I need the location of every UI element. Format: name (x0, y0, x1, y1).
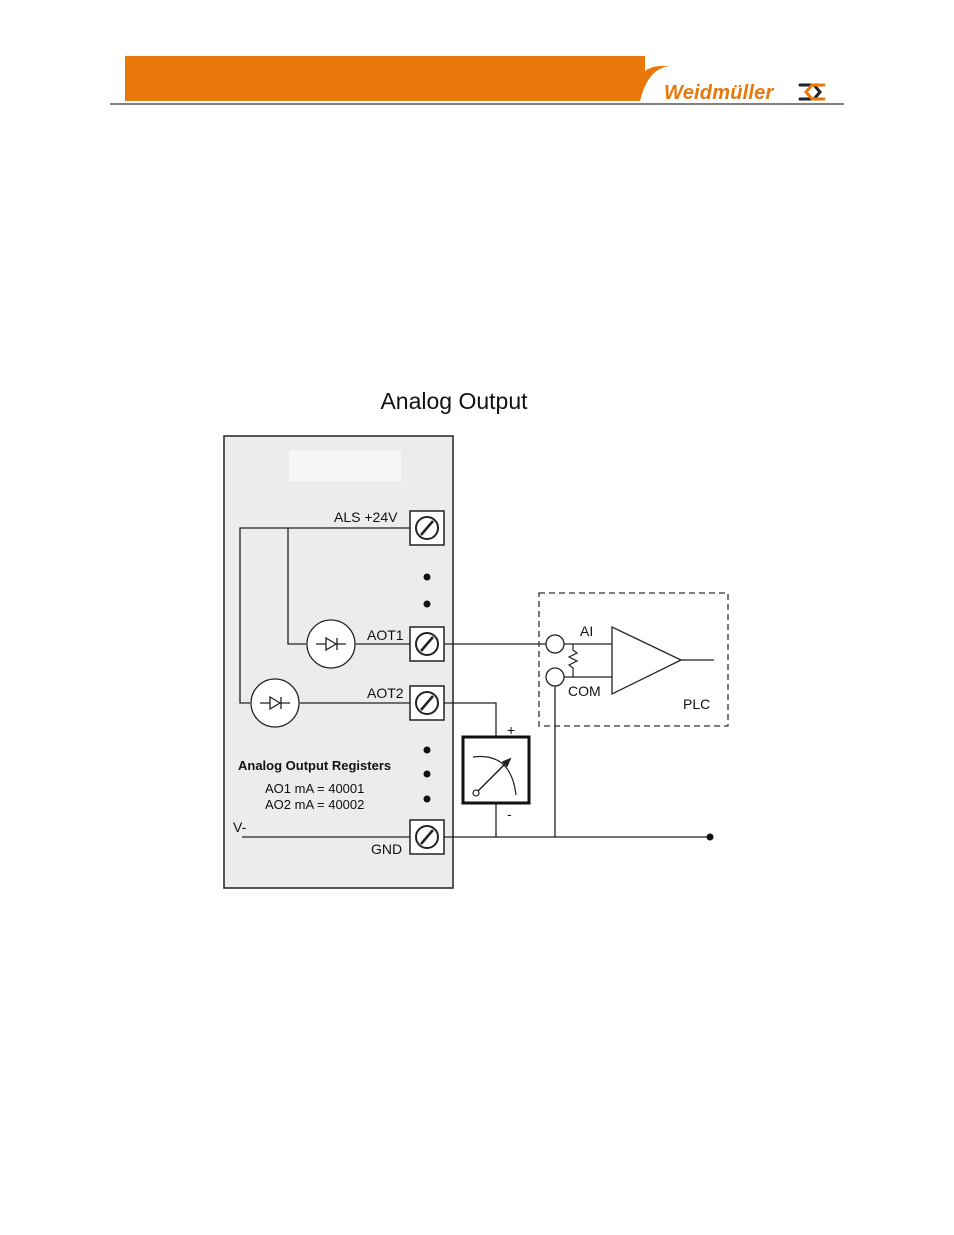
module-label-plate (289, 451, 401, 481)
plc-ai-label: AI (580, 623, 593, 639)
terminal-als-icon (410, 511, 444, 545)
supply-label-vminus: V- (233, 819, 246, 835)
terminal-aot1-icon (410, 627, 444, 661)
plc-com-label: COM (568, 683, 601, 699)
ground-node-icon (707, 834, 714, 841)
terminal-gnd-icon (410, 820, 444, 854)
diode-aot2-icon (251, 679, 299, 727)
meter-minus-label: - (507, 806, 512, 822)
plc-amplifier-icon (612, 627, 714, 694)
plc-label: PLC (683, 696, 710, 712)
meter-plus-label: + (507, 722, 515, 738)
plc-resistor-icon (564, 644, 612, 677)
terminal-label-aot2: AOT2 (367, 685, 404, 701)
terminal-label-als: ALS +24V (334, 509, 397, 525)
current-meter-icon (463, 737, 529, 803)
plc-input-terminals-icon (546, 635, 564, 686)
registers-heading: Analog Output Registers (238, 758, 391, 773)
terminal-label-aot1: AOT1 (367, 627, 404, 643)
register-ao2: AO2 mA = 40002 (265, 797, 364, 812)
diode-aot1-icon (307, 620, 355, 668)
terminal-aot2-icon (410, 686, 444, 720)
terminal-label-gnd: GND (371, 841, 402, 857)
register-ao1: AO1 mA = 40001 (265, 781, 364, 796)
